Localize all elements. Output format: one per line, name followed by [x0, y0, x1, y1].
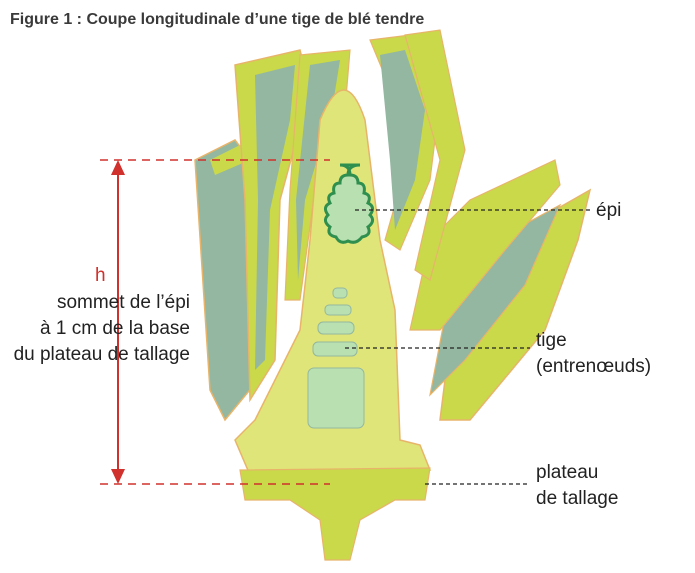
internode-4 [312, 341, 358, 357]
label-plateau-line1: plateau [536, 462, 599, 483]
label-plateau-line2: de tallage [536, 488, 619, 509]
leaf-left-tall-inner [255, 65, 295, 370]
stem-core [234, 89, 432, 479]
height-arrow-bottom [111, 469, 125, 484]
leaf-far-right [404, 29, 466, 281]
internode-5 [307, 367, 365, 429]
internode-2 [324, 304, 352, 316]
height-arrow-top [111, 160, 125, 175]
internode-3 [317, 321, 355, 335]
label-sommet-line1: sommet de l’épi [56, 292, 190, 313]
tillering-node [239, 467, 431, 561]
label-epi: épi [596, 200, 622, 221]
label-tige-line2: (entrenœuds) [536, 356, 652, 377]
label-sommet-line2: à 1 cm de la base [40, 318, 190, 339]
ear-epi [323, 163, 375, 244]
internode-1 [332, 287, 348, 299]
label-sommet-line3: du plateau de tallage [13, 344, 190, 365]
leaf-top-right-inner [380, 50, 425, 230]
figure-title: Figure 1 : Coupe longitudinale d’une tig… [10, 11, 425, 28]
label-tige-line1: tige [536, 330, 567, 351]
label-h: h [95, 265, 106, 286]
outer-leaf-left-edge [210, 140, 250, 175]
